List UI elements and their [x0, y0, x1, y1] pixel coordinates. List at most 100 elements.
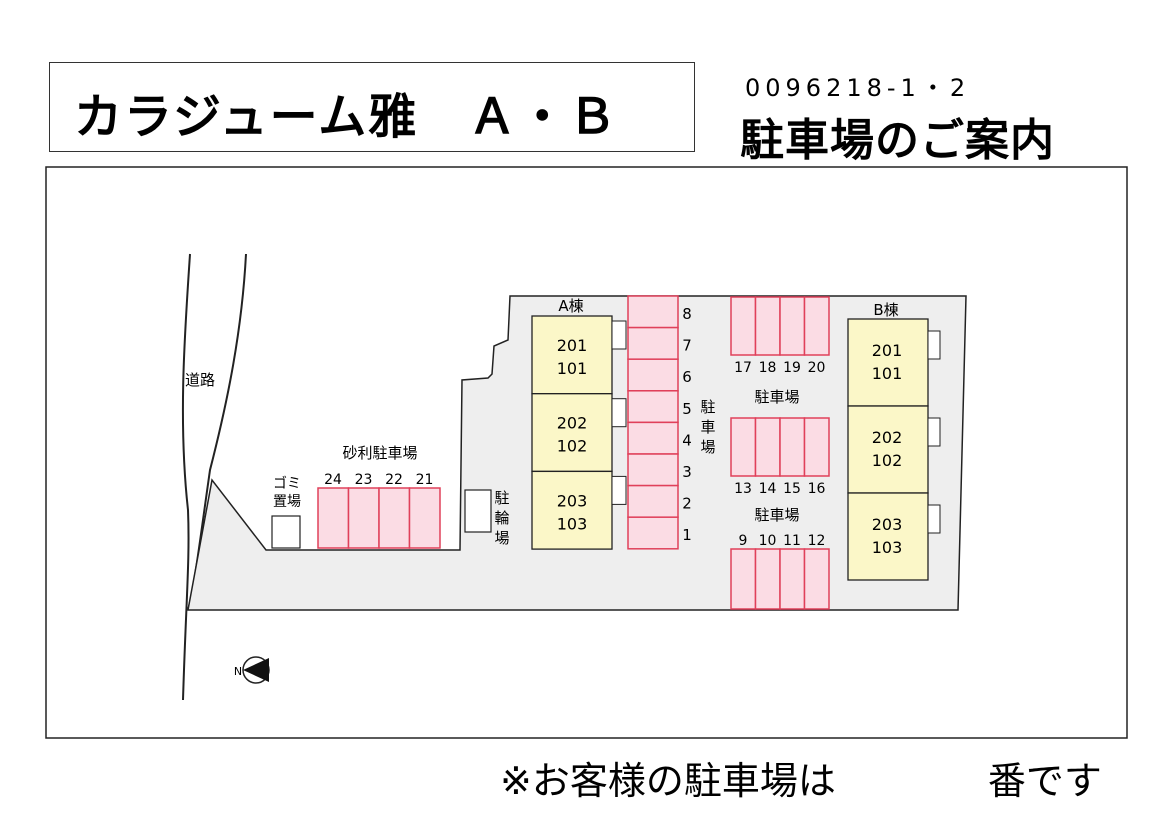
gravel-parking-space: [317, 487, 350, 549]
garbage-area-box: [271, 515, 301, 549]
building-a-unit-block: [531, 315, 613, 395]
bottom-row-parking-space: [730, 548, 757, 610]
property-code: 0096218-1・2: [745, 74, 971, 102]
footer-note-suffix: 番です: [987, 759, 1102, 803]
building-b-unit-upper: 203: [872, 515, 903, 534]
building-b-balcony: [927, 504, 941, 534]
top-row-parking-space: [803, 296, 830, 356]
building-b-unit-block: [847, 492, 929, 581]
road-edge-left: [181, 253, 191, 701]
building-a-unit-lower: 102: [557, 437, 588, 456]
bike-parking-box: [464, 489, 492, 533]
building-b-unit-lower: 101: [872, 364, 903, 383]
building-a-balcony: [611, 475, 627, 505]
vertical-space-number: 8: [682, 305, 692, 323]
building-a-unit-block: [531, 393, 613, 473]
parking-label-lower: 駐車場: [754, 506, 799, 524]
middle-row-space-number: 13: [734, 481, 752, 497]
vertical-space-number: 3: [682, 463, 692, 481]
vertical-space-number: 4: [682, 431, 692, 449]
vertical-space-number: 6: [682, 368, 692, 386]
bike-parking-label: 駐: [494, 489, 509, 507]
vertical-parking-space: [627, 484, 679, 518]
building-b-balcony: [927, 417, 941, 447]
bottom-row-space-number: 12: [808, 533, 826, 549]
parking-guide-title: 駐車場のご案内: [740, 115, 1055, 166]
garbage-area-label: 置場: [273, 494, 301, 510]
vertical-parking-space: [627, 421, 679, 455]
gravel-space-number: 23: [355, 472, 373, 488]
building-b-unit-lower: 103: [872, 538, 903, 557]
compass-north-letter: N: [234, 665, 242, 678]
bottom-row-space-number: 10: [759, 533, 777, 549]
gravel-space-number: 24: [324, 472, 342, 488]
footer-note: ※お客様の駐車場は 番です: [500, 750, 1102, 805]
property-title-box: カラジューム雅 Ａ・Ｂ: [49, 62, 695, 152]
top-row-space-number: 19: [783, 360, 801, 376]
top-row-space-number: 18: [759, 360, 777, 376]
vertical-parking-space: [627, 295, 679, 329]
building-a-unit-lower: 103: [557, 514, 588, 533]
top-row-parking-space: [730, 296, 757, 356]
building-b-unit-block: [847, 318, 929, 407]
gravel-parking-space: [378, 487, 411, 549]
building-a-unit-upper: 201: [557, 336, 588, 355]
vertical-space-number: 5: [682, 400, 692, 418]
vertical-parking-space: [627, 358, 679, 392]
building-a-label: A棟: [558, 297, 583, 315]
building-b-unit-lower: 102: [872, 451, 903, 470]
vertical-parking-space: [627, 390, 679, 424]
bottom-row-parking-space: [779, 548, 806, 610]
building-a-unit-block: [531, 470, 613, 550]
gravel-parking-label: 砂利駐車場: [342, 444, 417, 462]
vertical-parking-space: [627, 453, 679, 487]
middle-row-parking-space: [730, 417, 757, 477]
middle-row-parking-space: [779, 417, 806, 477]
building-a-unit-upper: 202: [557, 414, 588, 433]
property-name: カラジューム雅 Ａ・Ｂ: [74, 89, 619, 145]
gravel-space-number: 22: [385, 472, 403, 488]
building-b-unit-upper: 201: [872, 341, 903, 360]
vertical-space-number: 7: [682, 337, 692, 355]
middle-row-space-number: 15: [783, 481, 801, 497]
vertical-parking-label: 駐: [700, 398, 715, 416]
middle-row-parking-space: [754, 417, 781, 477]
middle-row-space-number: 14: [759, 481, 777, 497]
bike-parking-label: 輪: [494, 509, 509, 527]
bottom-row-space-number: 9: [739, 533, 748, 549]
building-b-unit-upper: 202: [872, 428, 903, 447]
vertical-parking-space: [627, 326, 679, 360]
building-a-unit-upper: 203: [557, 491, 588, 510]
middle-row-space-number: 16: [808, 481, 826, 497]
top-row-space-number: 20: [808, 360, 826, 376]
building-b-balcony: [927, 330, 941, 360]
gravel-space-number: 21: [416, 472, 434, 488]
bottom-row-parking-space: [754, 548, 781, 610]
middle-row-parking-space: [803, 417, 830, 477]
bottom-row-parking-space: [803, 548, 830, 610]
road-label: 道路: [185, 371, 215, 389]
top-row-parking-space: [754, 296, 781, 356]
gravel-parking-space: [408, 487, 441, 549]
bike-parking-label: 場: [494, 529, 509, 547]
building-b-label: B棟: [873, 301, 898, 319]
building-b-unit-block: [847, 405, 929, 494]
top-row-space-number: 17: [734, 360, 752, 376]
top-row-parking-space: [779, 296, 806, 356]
bottom-row-space-number: 11: [783, 533, 801, 549]
vertical-parking-space: [627, 516, 679, 550]
vertical-parking-label: 車: [700, 418, 715, 436]
parking-label-upper: 駐車場: [754, 388, 799, 406]
building-a-balcony: [611, 320, 627, 350]
gravel-parking-space: [347, 487, 380, 549]
garbage-area-label: ゴミ: [273, 475, 301, 492]
vertical-space-number: 1: [682, 526, 692, 544]
vertical-parking-label: 場: [700, 438, 715, 456]
building-a-unit-lower: 101: [557, 359, 588, 378]
vertical-space-number: 2: [682, 495, 692, 513]
compass-arrow: [243, 658, 269, 682]
building-a-balcony: [611, 398, 627, 428]
footer-note-prefix: ※お客様の駐車場は: [500, 759, 836, 803]
